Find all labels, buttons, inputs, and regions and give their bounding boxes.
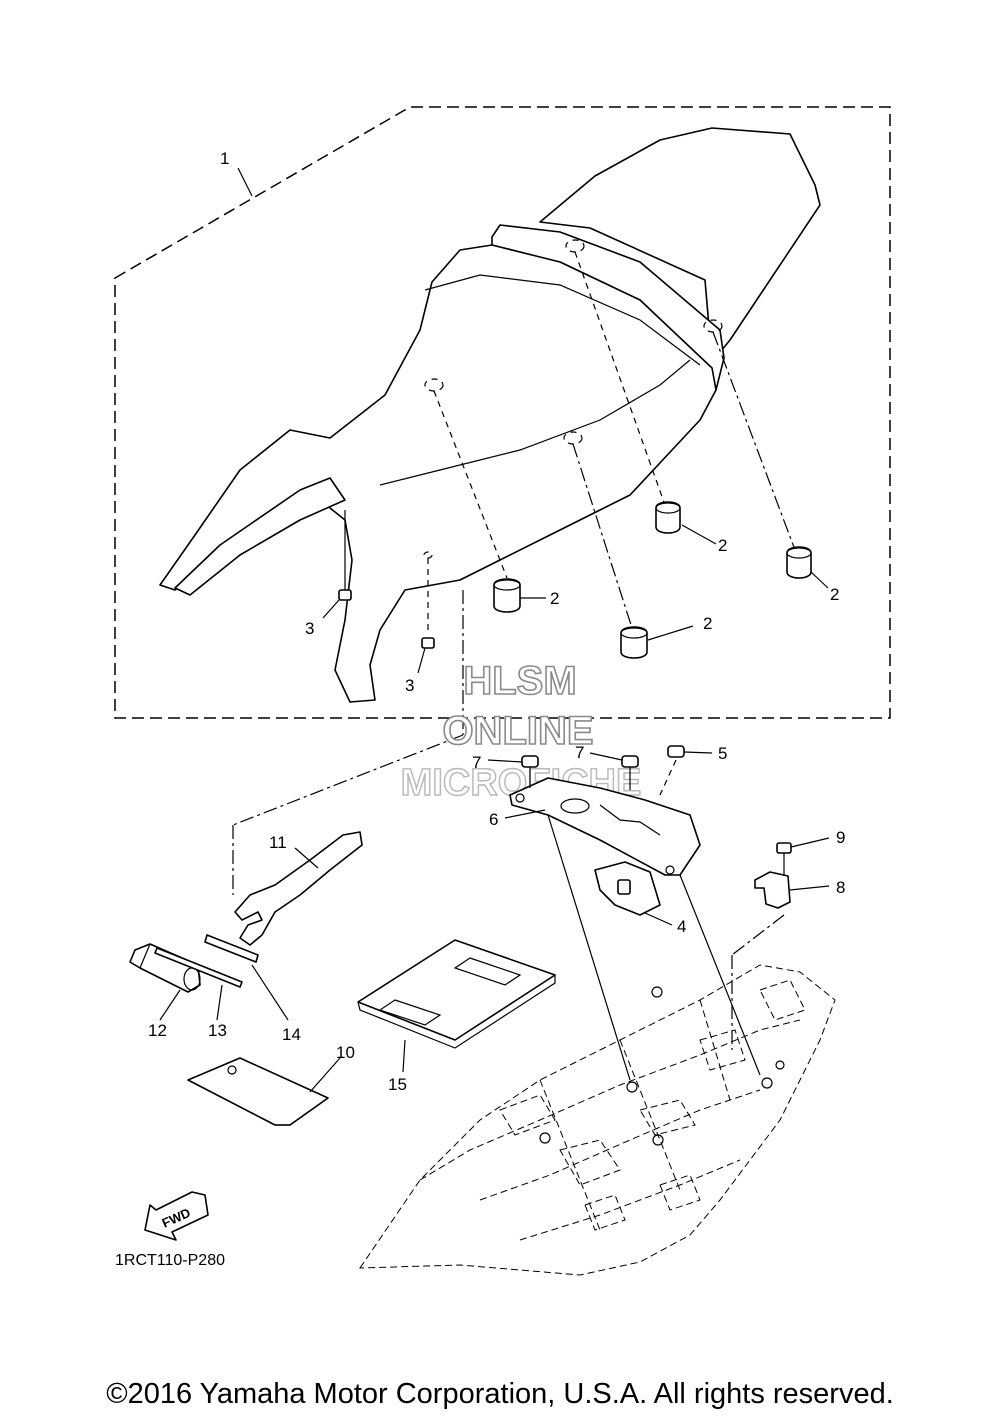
damper bbox=[620, 626, 648, 659]
projection-line bbox=[574, 251, 666, 506]
nut bbox=[338, 589, 352, 601]
flange-nut bbox=[667, 745, 685, 758]
leader-line-2 bbox=[810, 571, 829, 589]
leader-line-8 bbox=[789, 885, 830, 891]
seat bbox=[159, 127, 821, 703]
nut bbox=[421, 637, 435, 649]
callout-6: 6 bbox=[489, 810, 498, 829]
callout-3: 3 bbox=[405, 676, 414, 695]
leader-line-3 bbox=[417, 647, 426, 674]
leader-line-6 bbox=[504, 809, 546, 819]
tool-bag bbox=[187, 1057, 329, 1126]
wrench bbox=[204, 934, 259, 963]
leader-line-12 bbox=[159, 989, 181, 1021]
leader-line-10 bbox=[309, 1057, 341, 1093]
seat-assembly-boundary bbox=[114, 106, 891, 719]
callout-12: 12 bbox=[148, 1021, 167, 1040]
projection-line bbox=[659, 759, 677, 796]
projection-line bbox=[232, 734, 464, 826]
projection-line bbox=[433, 390, 508, 579]
callout-7: 7 bbox=[472, 753, 481, 772]
projection-line bbox=[712, 331, 796, 551]
leader-line-14 bbox=[251, 964, 289, 1021]
spanner-wrench bbox=[234, 831, 363, 946]
callout-3: 3 bbox=[305, 619, 314, 638]
callout-11: 11 bbox=[269, 833, 287, 852]
callout-9: 9 bbox=[836, 828, 845, 847]
callout-7: 7 bbox=[575, 743, 584, 762]
bolt bbox=[776, 842, 792, 878]
leader-line-9 bbox=[790, 837, 830, 848]
leader-line-7 bbox=[487, 759, 523, 763]
seat-lock-bracket bbox=[509, 777, 701, 876]
callout-5: 5 bbox=[718, 744, 727, 763]
leader-line-7 bbox=[589, 752, 623, 761]
callout-2: 2 bbox=[830, 585, 839, 604]
damper bbox=[493, 578, 521, 613]
projection-line bbox=[731, 914, 785, 956]
watermark-line-2: ONLINE bbox=[442, 709, 593, 753]
callout-10: 10 bbox=[336, 1043, 355, 1062]
watermark: HLSM ONLINE MICROFICHE bbox=[400, 658, 642, 805]
callout-15: 15 bbox=[388, 1075, 407, 1094]
copyright-notice: ©2016 Yamaha Motor Corporation, U.S.A. A… bbox=[106, 1378, 894, 1410]
collar bbox=[754, 871, 791, 909]
projection-line bbox=[572, 443, 633, 629]
screwdriver-bit bbox=[154, 947, 243, 988]
bolt bbox=[621, 755, 639, 790]
callout-4: 4 bbox=[677, 917, 686, 936]
owners-manual bbox=[357, 939, 556, 1049]
callout-2: 2 bbox=[718, 536, 727, 555]
seat-lock bbox=[594, 861, 661, 916]
callout-13: 13 bbox=[208, 1021, 227, 1040]
projection-line bbox=[547, 814, 631, 1081]
leader-line-2 bbox=[647, 625, 694, 641]
watermark-line-1: HLSM bbox=[463, 659, 576, 703]
callout-2: 2 bbox=[550, 589, 559, 608]
leader-line-2 bbox=[681, 524, 717, 545]
leader-line-1 bbox=[237, 167, 253, 197]
leader-line-11 bbox=[294, 847, 319, 869]
projection-line bbox=[679, 874, 761, 1076]
leader-line-13 bbox=[216, 984, 223, 1021]
rear-frame bbox=[359, 964, 836, 1276]
damper bbox=[655, 501, 681, 534]
diagram-code: 1RCT110-P280 bbox=[115, 1252, 225, 1269]
callout-8: 8 bbox=[836, 878, 845, 897]
leader-line-5 bbox=[683, 751, 713, 754]
fwd-arrow-icon: FWD bbox=[144, 1191, 209, 1241]
callout-2: 2 bbox=[703, 614, 712, 633]
callout-1: 1 bbox=[220, 149, 229, 168]
leader-line-3 bbox=[322, 599, 340, 619]
damper bbox=[786, 546, 812, 579]
leader-line-15 bbox=[402, 1039, 406, 1073]
leader-line-4 bbox=[644, 912, 673, 926]
callout-14: 14 bbox=[282, 1025, 301, 1044]
